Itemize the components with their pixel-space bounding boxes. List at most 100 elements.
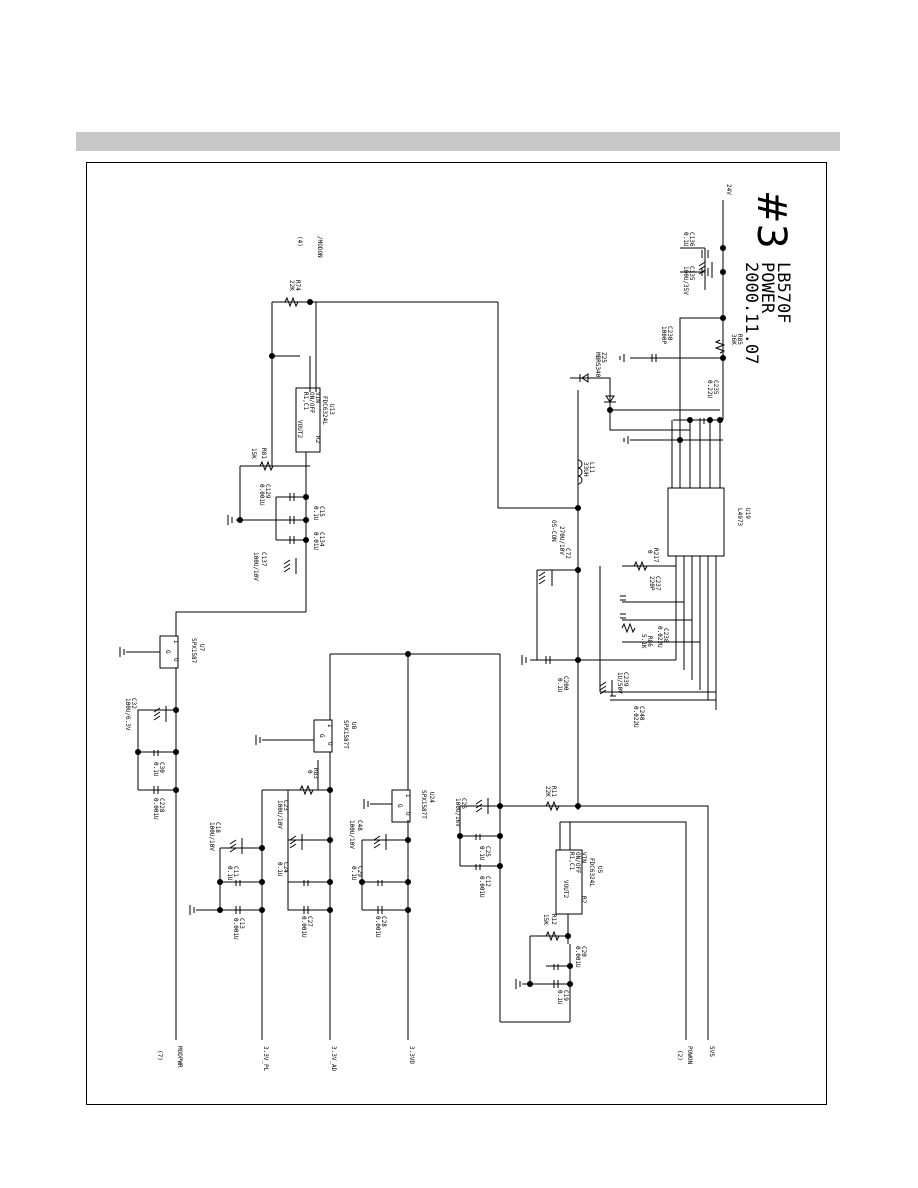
c134-ref: C134 xyxy=(318,532,325,547)
u13-pin-onoff: ON/OFF xyxy=(308,392,315,414)
c27-val: 0.001U xyxy=(300,916,307,938)
c20-ref: C20 xyxy=(580,946,587,957)
u5-pin-vin: VIN xyxy=(580,852,587,863)
c134-val: 0.01U xyxy=(312,532,319,550)
r217-val: 0 xyxy=(646,550,653,554)
r86-val: 5.1K xyxy=(640,634,647,649)
c12-val: 0.001U xyxy=(478,876,485,898)
model-title: LB570F xyxy=(773,262,793,323)
wires xyxy=(119,200,724,1040)
c28-ref: C28 xyxy=(380,916,387,927)
c25-val: 0.1U xyxy=(478,846,485,861)
c18-ref: C18 xyxy=(214,822,221,833)
u13-body xyxy=(295,387,321,453)
u7-body xyxy=(159,635,179,669)
c240-val: 0.022U xyxy=(632,706,639,728)
u5-body xyxy=(555,849,583,915)
r217-ref: R217 xyxy=(652,548,659,563)
u24-part: SPX1587T xyxy=(420,790,427,819)
c238-val: 0.022U xyxy=(656,626,663,648)
r12-val: 15K xyxy=(542,914,549,925)
r11-val: 22K xyxy=(544,786,551,797)
junctions xyxy=(135,245,726,987)
u13-pin-r1c1: R1,C1 xyxy=(302,392,309,410)
c24-val: 0.1U xyxy=(276,862,283,877)
u24-ref: U24 xyxy=(428,792,435,803)
c135-val: 100U/35V xyxy=(682,266,689,295)
r81-val: 15K xyxy=(250,448,257,459)
net-5vs: 5VS xyxy=(708,1046,715,1057)
u24-pin-o: O xyxy=(404,812,411,816)
u5-pin-r2: R2 xyxy=(580,896,587,904)
c230-val: 1000P xyxy=(660,326,667,344)
net-labels: 24V /MODON (4) MODPWR (7) 3.3V_PL 3.3V_A… xyxy=(156,184,732,1072)
u19-ref: U19 xyxy=(744,508,751,519)
c32-ref: C32 xyxy=(130,698,137,709)
c32-val: 100U/6.3V xyxy=(124,698,131,731)
u7-pin-o: O xyxy=(172,658,179,662)
section-title: POWER xyxy=(757,262,777,314)
r85-ref: R85 xyxy=(736,334,743,345)
c20-val: 0.001U xyxy=(574,946,581,968)
c228-ref: C228 xyxy=(158,798,165,813)
c15-val: 0.1U xyxy=(312,506,319,521)
component-labels: C136 0.1U C135 100U/35V R85 36K C230 100… xyxy=(124,232,743,1005)
u13-part: FDC6324L xyxy=(321,396,328,425)
c23-ref: C23 xyxy=(282,800,289,811)
c15-ref: C15 xyxy=(318,506,325,517)
u5-part: FDC6324L xyxy=(588,858,595,887)
c18-val: 100U/10V xyxy=(208,822,215,851)
net-3v3-ad: 3.3V_AD xyxy=(330,1046,337,1072)
r83-val: 0 xyxy=(306,770,313,774)
u5-pin-onoff: ON/OFF xyxy=(574,852,581,874)
u24-pin-g: G xyxy=(396,804,403,808)
c237-val: 220P xyxy=(648,576,655,591)
schematic-frame xyxy=(86,162,827,1105)
c13-val: 0.001U xyxy=(232,918,239,940)
c12-ref: C12 xyxy=(484,876,491,887)
c129-ref: C129 xyxy=(264,484,271,499)
u19-part: L4973 xyxy=(736,508,743,526)
u13-ref: U13 xyxy=(328,404,335,415)
c11-ref: C11 xyxy=(232,866,239,877)
u13-pin-r2: R2 xyxy=(314,436,321,444)
c19-val: 0.1U xyxy=(556,990,563,1005)
u8-ref: U8 xyxy=(350,722,357,730)
net-3v3-d: 3.3VD xyxy=(408,1046,415,1064)
c230-ref: C230 xyxy=(666,326,673,341)
c240-ref: C240 xyxy=(638,706,645,721)
u8-pin-g: G xyxy=(318,734,325,738)
z25-val: MBRS340 xyxy=(594,352,601,378)
ic-labels: U13 FDC6324L VIN ON/OFF R1,C1 VOUT2 R2 U… xyxy=(164,392,751,904)
c26-val: 100U/16V xyxy=(454,798,461,827)
u8-pin-o: O xyxy=(326,742,333,746)
c30-ref: C30 xyxy=(158,762,165,773)
u8-body xyxy=(313,719,333,753)
c200-ref: C200 xyxy=(562,676,569,691)
c235-ref: C235 xyxy=(712,380,719,395)
r86-ref: R86 xyxy=(646,636,653,647)
c200-val: 0.1U xyxy=(556,678,563,693)
r85-val: 36K xyxy=(730,334,737,345)
c29-ref: C29 xyxy=(356,866,363,877)
u19-body xyxy=(667,487,725,557)
c29-val: 0.1U xyxy=(350,866,357,881)
u8-pin-i: I xyxy=(326,724,333,728)
c28-val: 0.001U xyxy=(374,916,381,938)
c48-ref: C48 xyxy=(356,820,363,831)
l11-val: 33UH xyxy=(582,462,589,477)
u7-part: SPX1587 xyxy=(190,638,197,664)
c239-val: 1U/50V xyxy=(616,672,623,694)
c129-val: 0.001U xyxy=(258,484,265,506)
c11-val: 0.1U xyxy=(226,866,233,881)
c238-ref: C238 xyxy=(662,628,669,643)
c239-ref: C239 xyxy=(622,672,629,687)
net-powon: POWON xyxy=(686,1046,693,1064)
page-header-bar xyxy=(76,132,840,151)
net-3v3-pl: 3.3V_PL xyxy=(262,1046,269,1072)
u5-pin-r1c1: R1,C1 xyxy=(568,852,575,870)
u5-ref: U5 xyxy=(596,866,603,874)
net-vmodon: /MODON xyxy=(316,236,323,258)
c136-val: 0.1U xyxy=(682,232,689,247)
